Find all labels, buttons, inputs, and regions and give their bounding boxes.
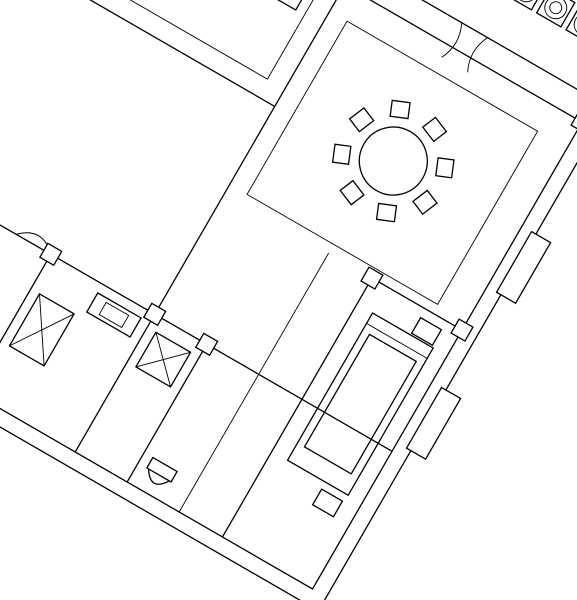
shower-tray	[135, 331, 192, 388]
dining-chair	[412, 189, 438, 216]
column	[360, 266, 384, 290]
column	[38, 242, 63, 267]
round-table	[358, 126, 428, 196]
dining-area	[0, 0, 577, 452]
potted-plant	[506, 0, 547, 11]
dining-chair	[435, 157, 455, 179]
dining-chair	[331, 143, 352, 165]
door-swing	[0, 170, 19, 225]
dining-chair	[375, 202, 398, 223]
sofa	[216, 0, 315, 11]
sink	[85, 292, 142, 338]
dining-chair	[389, 99, 411, 120]
potted-plant	[535, 0, 576, 28]
nightstand	[311, 488, 344, 518]
column	[570, 110, 577, 135]
service-rooms	[0, 170, 208, 485]
dining-chair	[348, 107, 375, 133]
dining-chair	[421, 116, 448, 143]
windows	[405, 0, 577, 461]
potted-plant	[565, 4, 577, 45]
bed	[286, 312, 435, 497]
storage	[8, 293, 76, 367]
bedroom	[178, 252, 463, 538]
column	[194, 332, 219, 357]
window	[495, 230, 552, 305]
door-swing	[467, 37, 488, 73]
column	[142, 302, 167, 327]
door-swing	[441, 22, 463, 58]
nightstand	[410, 316, 443, 347]
toilet	[145, 456, 178, 485]
columns	[38, 110, 577, 357]
dining-rug	[246, 20, 539, 305]
living-room	[83, 0, 408, 107]
terrace-planter	[419, 0, 577, 105]
dining-chairs	[331, 99, 455, 223]
potted-plants	[506, 0, 577, 45]
rug	[102, 0, 384, 80]
dining-chair	[339, 179, 365, 206]
window	[405, 386, 462, 461]
column	[450, 318, 474, 342]
